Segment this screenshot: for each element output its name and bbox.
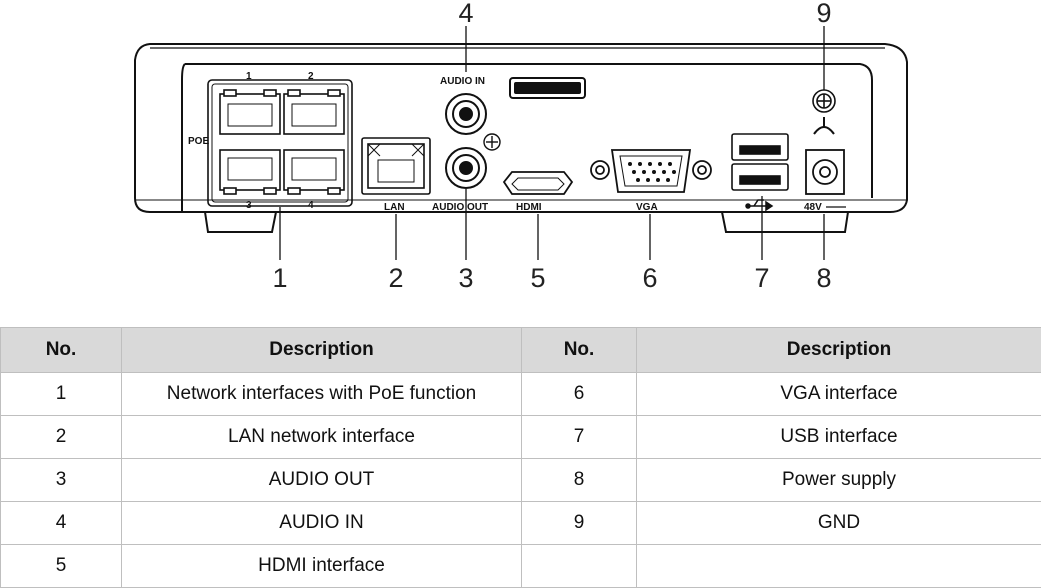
header-description-left: Description bbox=[122, 328, 522, 373]
header-no-right: No. bbox=[522, 328, 637, 373]
port-description-table: No. Description No. Description 1 Networ… bbox=[0, 327, 1041, 588]
header-no-left: No. bbox=[1, 328, 122, 373]
callout-1: 1 bbox=[272, 263, 287, 293]
poe-label: POE bbox=[188, 136, 209, 147]
lan-label: LAN bbox=[384, 202, 405, 213]
cell-no: 5 bbox=[1, 545, 122, 588]
cell-no: 1 bbox=[1, 373, 122, 416]
callout-7: 7 bbox=[754, 263, 769, 293]
rj45-port-1 bbox=[220, 90, 280, 134]
table-row: 1 Network interfaces with PoE function 6… bbox=[1, 373, 1041, 416]
cell-description: AUDIO IN bbox=[122, 502, 522, 545]
audio-in-jack bbox=[446, 94, 486, 134]
poe-port-2-label: 2 bbox=[308, 71, 314, 82]
rj45-port-4 bbox=[284, 150, 344, 194]
audio-out-label: AUDIO OUT bbox=[432, 202, 488, 213]
cell-description: USB interface bbox=[637, 416, 1041, 459]
callout-9: 9 bbox=[816, 0, 831, 28]
table-header-row: No. Description No. Description bbox=[1, 328, 1041, 373]
table-row: 5 HDMI interface bbox=[1, 545, 1041, 588]
cell-description: VGA interface bbox=[637, 373, 1041, 416]
cell-no: 6 bbox=[522, 373, 637, 416]
table-row: 2 LAN network interface 7 USB interface bbox=[1, 416, 1041, 459]
cell-no: 4 bbox=[1, 502, 122, 545]
cell-no: 7 bbox=[522, 416, 637, 459]
hdmi-logo bbox=[510, 78, 585, 98]
callout-4: 4 bbox=[458, 0, 473, 28]
cell-description: LAN network interface bbox=[122, 416, 522, 459]
poe-ports-block bbox=[208, 80, 352, 206]
callout-6: 6 bbox=[642, 263, 657, 293]
cell-description: Power supply bbox=[637, 459, 1041, 502]
poe-port-4-label: 4 bbox=[308, 200, 314, 211]
rear-panel-diagram: 1 2 3 4 POE LAN AUDIO IN AUDIO OUT HDMI bbox=[0, 0, 1041, 300]
cell-no: 8 bbox=[522, 459, 637, 502]
vga-label: VGA bbox=[636, 202, 658, 213]
cell-no: 9 bbox=[522, 502, 637, 545]
cell-description: Network interfaces with PoE function bbox=[122, 373, 522, 416]
rj45-port-2 bbox=[284, 90, 344, 134]
hdmi-label: HDMI bbox=[516, 202, 542, 213]
rj45-port-3 bbox=[220, 150, 280, 194]
usb-icon bbox=[746, 200, 772, 210]
header-description-right: Description bbox=[637, 328, 1041, 373]
audio-in-label: AUDIO IN bbox=[440, 76, 485, 87]
ground-symbol-icon bbox=[814, 117, 834, 134]
cell-no: 2 bbox=[1, 416, 122, 459]
gnd-screw bbox=[813, 90, 835, 112]
table-row: 3 AUDIO OUT 8 Power supply bbox=[1, 459, 1041, 502]
usb-ports bbox=[732, 134, 788, 190]
callout-5: 5 bbox=[530, 263, 545, 293]
vga-port bbox=[591, 150, 711, 192]
power-label: 48V bbox=[804, 202, 822, 213]
poe-port-1-label: 1 bbox=[246, 71, 252, 82]
ground-screw-small bbox=[484, 134, 500, 150]
audio-out-jack bbox=[446, 148, 486, 188]
callout-2: 2 bbox=[388, 263, 403, 293]
callout-3: 3 bbox=[458, 263, 473, 293]
cell-description: HDMI interface bbox=[122, 545, 522, 588]
callout-8: 8 bbox=[816, 263, 831, 293]
cell-description: GND bbox=[637, 502, 1041, 545]
power-jack bbox=[806, 150, 844, 194]
cell-description: AUDIO OUT bbox=[122, 459, 522, 502]
cell-description bbox=[637, 545, 1041, 588]
cell-no bbox=[522, 545, 637, 588]
lan-port bbox=[362, 138, 430, 194]
cell-no: 3 bbox=[1, 459, 122, 502]
poe-port-3-label: 3 bbox=[246, 200, 252, 211]
table-row: 4 AUDIO IN 9 GND bbox=[1, 502, 1041, 545]
hdmi-port bbox=[504, 172, 572, 194]
